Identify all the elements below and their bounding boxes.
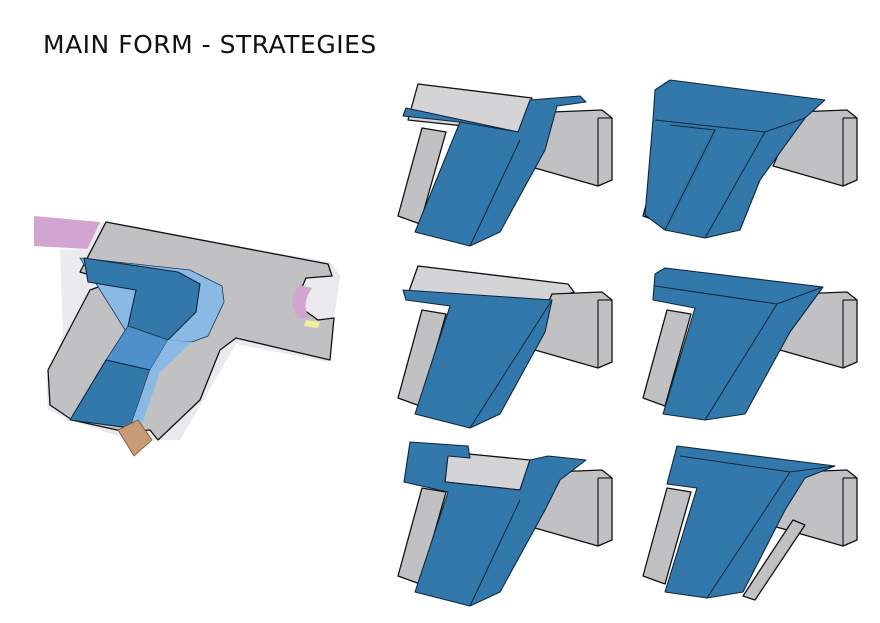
main-form-model xyxy=(34,216,340,457)
strategy-3 xyxy=(397,265,613,429)
strategy-6 xyxy=(642,445,858,601)
strategy-2 xyxy=(642,79,858,239)
strategy-4 xyxy=(642,267,858,421)
strategy-1 xyxy=(397,83,613,247)
pink-volume-left xyxy=(34,216,106,250)
strategy-5 xyxy=(397,441,613,607)
page-title: MAIN FORM - STRATEGIES xyxy=(43,30,377,59)
